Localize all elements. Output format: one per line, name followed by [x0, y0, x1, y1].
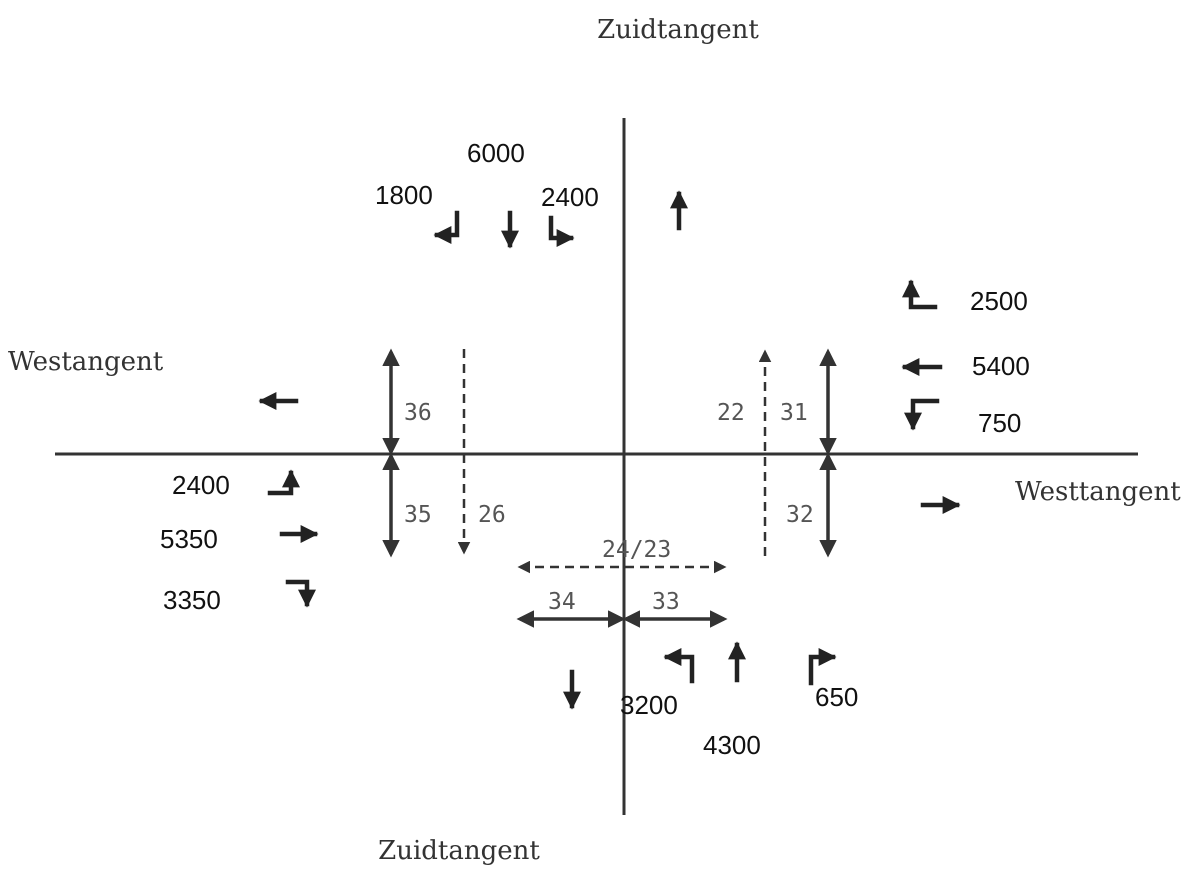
phase-32-label: 32 [786, 502, 814, 528]
west-left-turn-arrow [267, 469, 300, 496]
phase-33-label: 33 [652, 589, 680, 615]
phase-34-label: 34 [548, 589, 576, 615]
south-left-turn-volume: 3200 [620, 690, 678, 720]
phase-35-label: 35 [404, 502, 432, 528]
east-left-turn-arrow [902, 279, 938, 310]
south-through-volume: 4300 [703, 730, 761, 760]
east-right-turn-arrow [904, 398, 940, 431]
phase-31-label: 31 [780, 400, 808, 426]
north-right-turn-arrow [433, 210, 460, 244]
road-label-west: Westangent [8, 347, 164, 377]
west-right-turn-arrow [285, 579, 316, 608]
north-total-volume: 6000 [467, 138, 525, 168]
north-right-turn-volume: 1800 [375, 180, 433, 210]
phase-36-label: 36 [404, 400, 432, 426]
south-left-turn-arrow [663, 648, 695, 684]
east-through-volume: 5400 [972, 351, 1030, 381]
east-right-turn-volume: 750 [978, 408, 1021, 438]
east-left-turn-volume: 2500 [970, 286, 1028, 316]
south-right-turn-arrow [808, 648, 837, 686]
north-left-turn-arrow [548, 215, 575, 247]
south-right-turn-volume: 650 [815, 682, 858, 712]
west-through-volume: 5350 [160, 524, 218, 554]
road-label-south: Zuidtangent [378, 836, 540, 866]
west-right-turn-volume: 3350 [163, 585, 221, 615]
phase-22-label: 22 [717, 400, 745, 426]
phase-24-23-label: 24/23 [602, 537, 671, 563]
road-label-north: Zuidtangent [597, 15, 759, 45]
west-left-turn-volume: 2400 [172, 470, 230, 500]
road-label-east: Westtangent [1015, 477, 1181, 507]
north-left-turn-volume: 2400 [541, 182, 599, 212]
phase-26-label: 26 [478, 502, 506, 528]
